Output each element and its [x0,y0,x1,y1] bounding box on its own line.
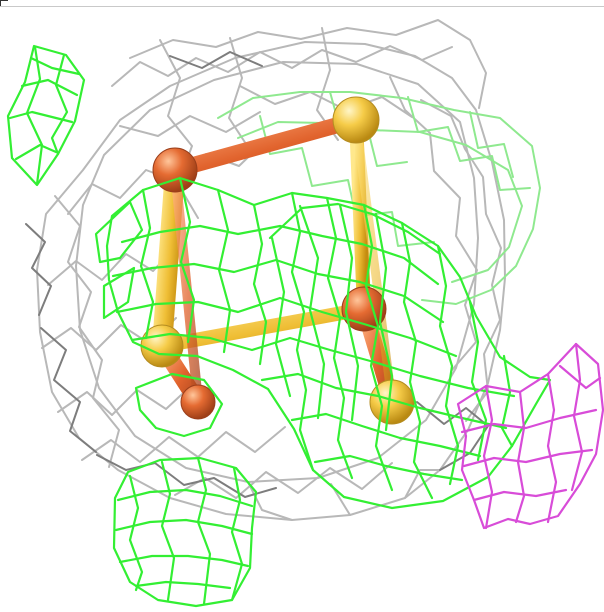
top-border [0,6,604,7]
window-corner [0,0,8,7]
white-density-mesh-shadow [25,51,489,498]
magenta-density-mesh [456,342,604,530]
green-density-mesh [6,44,552,608]
